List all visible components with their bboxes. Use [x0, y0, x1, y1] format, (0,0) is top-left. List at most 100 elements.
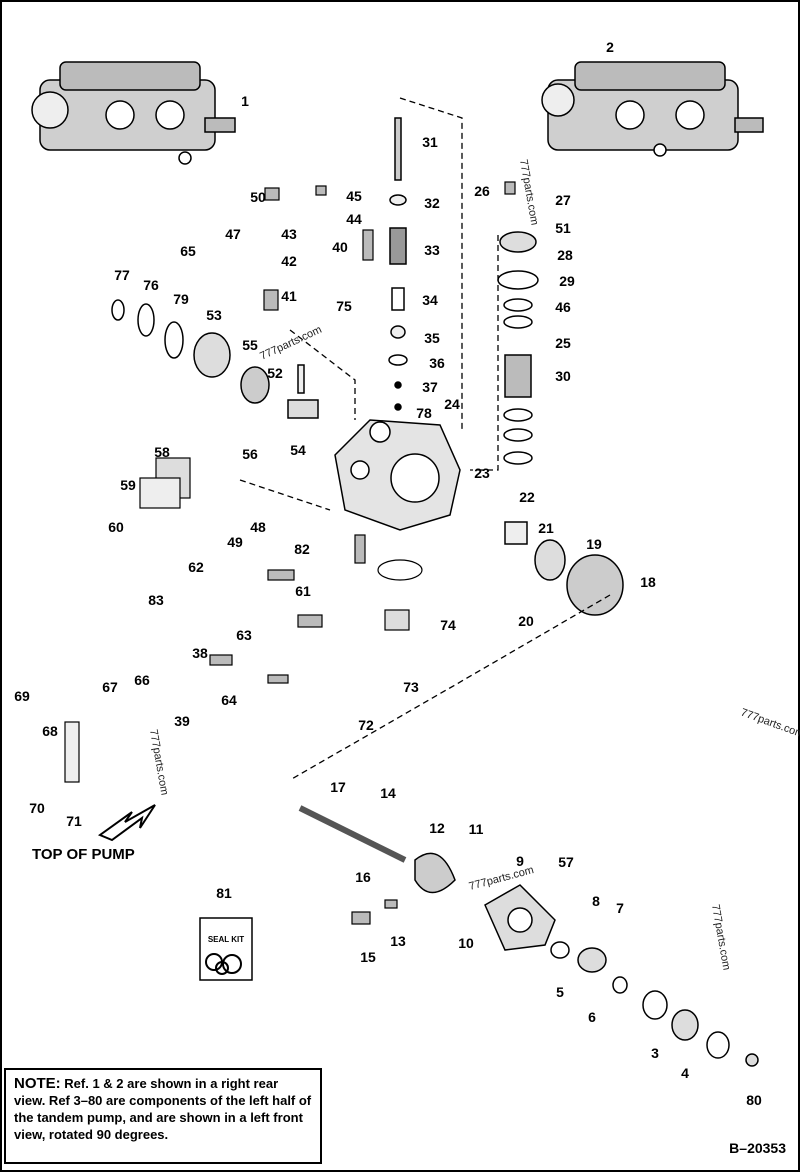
callout-28: 28 [557, 247, 573, 263]
watermark: 777parts.com [258, 324, 323, 363]
callout-67: 67 [102, 679, 118, 695]
callout-41: 41 [281, 288, 297, 304]
callout-2: 2 [606, 39, 614, 55]
callout-13: 13 [390, 933, 406, 949]
callout-34: 34 [422, 292, 438, 308]
watermark: 777parts.com [517, 158, 540, 226]
document-id: B–20353 [729, 1140, 786, 1156]
leader-lines [239, 97, 611, 781]
callout-73: 73 [403, 679, 419, 695]
left-parts [111, 299, 319, 419]
callout-69: 69 [14, 688, 30, 704]
callout-30: 30 [555, 368, 571, 384]
callout-74: 74 [440, 617, 456, 633]
callout-25: 25 [555, 335, 571, 351]
callout-27: 27 [555, 192, 571, 208]
seal-kit-box [199, 917, 253, 981]
callout-59: 59 [120, 477, 136, 493]
front-cover [484, 884, 759, 1067]
rotating-group [298, 521, 624, 894]
top-of-pump-label: TOP OF PUMP [32, 846, 135, 863]
callout-3: 3 [651, 1045, 659, 1061]
callout-53: 53 [206, 307, 222, 323]
callout-20: 20 [518, 613, 534, 629]
callout-32: 32 [424, 195, 440, 211]
callout-7: 7 [616, 900, 624, 916]
note-text: Ref. 1 & 2 are shown in a right rear vie… [14, 1076, 312, 1142]
callout-68: 68 [42, 723, 58, 739]
callout-5: 5 [556, 984, 564, 1000]
callout-24: 24 [444, 396, 460, 412]
callout-33: 33 [424, 242, 440, 258]
pump-assembly-2 [541, 61, 764, 157]
seal-kit-label: SEAL KIT [208, 935, 244, 944]
callout-4: 4 [681, 1065, 689, 1081]
callout-12: 12 [429, 820, 445, 836]
callout-labels: 1234567891011121314151617181920212223242… [14, 39, 762, 1108]
callout-71: 71 [66, 813, 82, 829]
callout-61: 61 [295, 583, 311, 599]
callout-63: 63 [236, 627, 252, 643]
callout-48: 48 [250, 519, 266, 535]
callout-64: 64 [221, 692, 237, 708]
callout-65: 65 [180, 243, 196, 259]
callout-58: 58 [154, 444, 170, 460]
callout-37: 37 [422, 379, 438, 395]
hardware [64, 181, 516, 925]
callout-18: 18 [640, 574, 656, 590]
callout-10: 10 [458, 935, 474, 951]
callout-22: 22 [519, 489, 535, 505]
callout-49: 49 [227, 534, 243, 550]
callout-46: 46 [555, 299, 571, 315]
callout-9: 9 [516, 853, 524, 869]
callout-81: 81 [216, 885, 232, 901]
callout-80: 80 [746, 1092, 762, 1108]
callout-16: 16 [355, 869, 371, 885]
callout-62: 62 [188, 559, 204, 575]
callout-1: 1 [241, 93, 249, 109]
callout-77: 77 [114, 267, 130, 283]
callout-66: 66 [134, 672, 150, 688]
pump-housing [334, 419, 461, 531]
callout-70: 70 [29, 800, 45, 816]
watermark: 777parts.com [709, 903, 732, 971]
callout-17: 17 [330, 779, 346, 795]
callout-82: 82 [294, 541, 310, 557]
callout-14: 14 [380, 785, 396, 801]
callout-38: 38 [192, 645, 208, 661]
callout-83: 83 [148, 592, 164, 608]
callout-57: 57 [558, 854, 574, 870]
right-stack [497, 231, 539, 465]
callout-21: 21 [538, 520, 554, 536]
control-stack [388, 117, 408, 411]
callout-26: 26 [474, 183, 490, 199]
callout-76: 76 [143, 277, 159, 293]
pump-assembly-1 [31, 61, 236, 165]
callout-23: 23 [474, 465, 490, 481]
callout-54: 54 [290, 442, 306, 458]
callout-43: 43 [281, 226, 297, 242]
callout-45: 45 [346, 188, 362, 204]
callout-44: 44 [346, 211, 362, 227]
callout-51: 51 [555, 220, 571, 236]
callout-78: 78 [416, 405, 432, 421]
watermark: 777parts.com [147, 728, 170, 796]
callout-50: 50 [250, 189, 266, 205]
callout-8: 8 [592, 893, 600, 909]
callout-31: 31 [422, 134, 438, 150]
watermark: 777parts.com [468, 864, 535, 893]
watermark: 777parts.com [739, 707, 800, 741]
callout-19: 19 [586, 536, 602, 552]
callout-11: 11 [469, 821, 484, 837]
callout-79: 79 [173, 291, 189, 307]
note-box: NOTE: Ref. 1 & 2 are shown in a right re… [4, 1068, 322, 1164]
note-label: NOTE: [14, 1075, 61, 1092]
callout-6: 6 [588, 1009, 596, 1025]
callout-36: 36 [429, 355, 445, 371]
direction-arrow [97, 804, 156, 842]
callout-39: 39 [174, 713, 190, 729]
callout-47: 47 [225, 226, 241, 242]
callout-72: 72 [358, 717, 374, 733]
